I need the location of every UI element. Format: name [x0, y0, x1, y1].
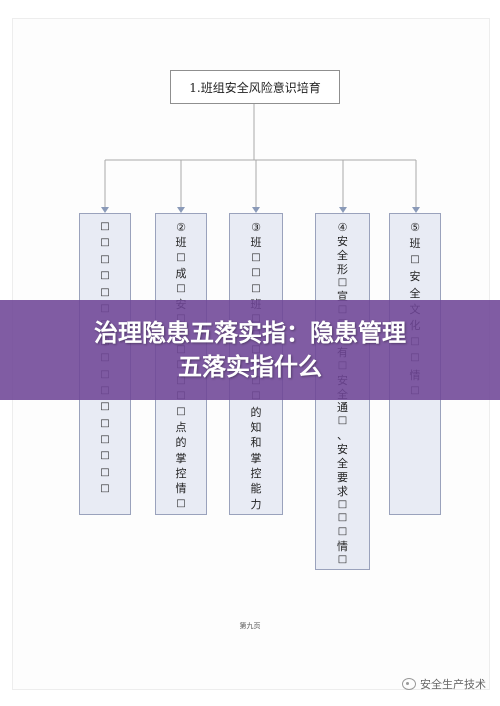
node-char: 安: [337, 234, 348, 248]
node-char: 班: [250, 236, 262, 250]
node-char: 通: [337, 401, 348, 415]
node-char: 形: [337, 262, 348, 276]
banner-title-line-2: 五落实指什么: [178, 353, 322, 381]
node-char: 控: [175, 467, 187, 480]
node-char: □: [337, 498, 348, 510]
node-char: □: [176, 251, 186, 263]
node-char: □: [100, 237, 110, 249]
node-char: □: [100, 286, 110, 298]
node-char: 掌: [175, 451, 187, 465]
node-char: □: [337, 276, 348, 288]
node-char: 控: [250, 467, 262, 480]
node-char: □: [410, 253, 420, 265]
node-char: 点: [175, 420, 187, 434]
node-char: ⑤: [410, 221, 420, 234]
node-char: ③: [251, 221, 261, 234]
node-char: 掌: [250, 451, 262, 465]
node-char: 的: [250, 405, 262, 419]
node-char: 成: [175, 267, 187, 281]
node-char: □: [100, 450, 110, 462]
node-char: 全: [337, 456, 348, 470]
node-char: 安: [337, 443, 348, 456]
node-char: 要: [337, 470, 348, 484]
node-char: 全: [409, 286, 421, 300]
banner-title-line-1: 治理隐患五落实指：隐患管理: [94, 319, 406, 347]
root-node: 1.班组安全风险意识培育: [170, 70, 340, 104]
node-char: 情: [175, 482, 187, 496]
node-char: 求: [337, 484, 348, 498]
node-char: ②: [176, 221, 186, 234]
node-char: 安: [409, 270, 421, 284]
node-char: 的: [175, 436, 187, 450]
node-char: □: [176, 405, 186, 417]
node-char: □: [337, 512, 348, 524]
node-char: □: [251, 267, 261, 279]
node-char: □: [100, 401, 110, 413]
node-char: □: [337, 415, 348, 427]
root-node-label: 1.班组安全风险意识培育: [189, 80, 321, 95]
node-char: □: [337, 554, 348, 565]
node-char: 知: [250, 420, 262, 434]
page-number: 第九页: [239, 622, 261, 630]
node-char: □: [176, 497, 186, 509]
node-char: □: [176, 282, 186, 294]
watermark: 安全生产技术: [402, 676, 486, 692]
node-char: 、: [337, 429, 348, 443]
node-char: 班: [175, 236, 187, 250]
node-char: 和: [250, 436, 262, 450]
title-banner: 治理隐患五落实指：隐患管理 五落实指什么: [0, 300, 500, 400]
node-char: ④: [337, 221, 348, 234]
node-char: □: [100, 434, 110, 446]
node-char: □: [337, 526, 348, 538]
node-char: □: [100, 466, 110, 478]
node-char: 宣: [337, 290, 348, 304]
node-char: □: [251, 251, 261, 263]
watermark-text: 安全生产技术: [420, 678, 486, 691]
node-char: 力: [250, 497, 262, 511]
node-char: □: [251, 282, 261, 294]
node-char: □: [100, 253, 110, 265]
node-char: □: [100, 483, 110, 495]
node-char: 能: [250, 482, 262, 496]
node-char: □: [100, 221, 110, 232]
node-char: 全: [337, 248, 348, 262]
wechat-icon: [402, 678, 416, 690]
node-char: □: [100, 417, 110, 429]
node-char: □: [100, 270, 110, 282]
node-char: 情: [337, 540, 348, 554]
node-char: 班: [409, 237, 421, 251]
